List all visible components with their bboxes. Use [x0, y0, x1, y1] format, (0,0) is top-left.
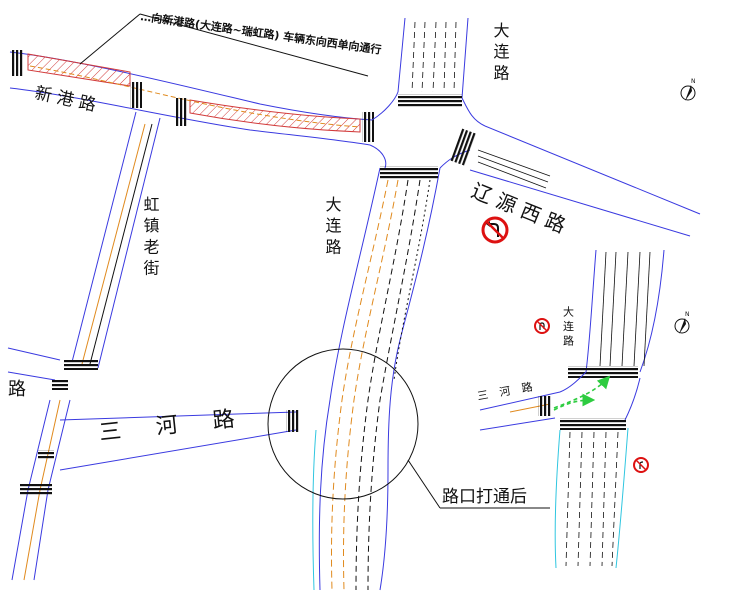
road-label-hongzhen-old-street: 虹 镇 老 街 — [141, 196, 160, 275]
road-label-lu-fragment: 路 — [8, 379, 26, 400]
road-label-dalian-north: 大 连 路 — [491, 22, 510, 80]
inset-road-label-dalian: 大 连 路 — [562, 305, 575, 347]
hongzhen-old-street — [64, 111, 161, 370]
road-label-dalian-main: 大 连 路 — [323, 196, 342, 254]
southwest-street — [11, 399, 71, 581]
green-turn-arrow-north — [553, 375, 611, 409]
annotation-leader — [79, 13, 369, 77]
dalian-road-north — [397, 17, 469, 108]
svg-text:N: N — [691, 78, 696, 85]
road-label-sanhe: 三 河 路 — [98, 405, 250, 446]
callout-circle — [267, 348, 550, 509]
inset-plan — [479, 249, 665, 569]
main-intersection — [369, 91, 486, 169]
dalian-road-main — [312, 166, 441, 591]
xingang-road — [9, 50, 374, 146]
hatched-one-way-zone — [27, 53, 131, 87]
callout-label: 路口打通后 — [442, 487, 527, 507]
no-u-turn-sign-icon — [534, 318, 550, 334]
liaoyuan-west-road — [449, 125, 701, 237]
green-turn-arrow-south — [553, 393, 596, 411]
no-left-turn-sign-icon — [481, 216, 509, 244]
svg-text:N: N — [685, 311, 690, 318]
north-arrow-icon: N — [680, 78, 696, 101]
sanhe-road — [7, 347, 300, 471]
no-right-turn-sign-icon — [633, 457, 649, 473]
road-label-xingang: 新 港 路 — [33, 83, 98, 115]
inset-north-arrow-icon: N — [674, 311, 690, 334]
one-way-note: …向新港路(大连路~瑞虹路) 车辆东向西单向通行 — [140, 9, 383, 57]
